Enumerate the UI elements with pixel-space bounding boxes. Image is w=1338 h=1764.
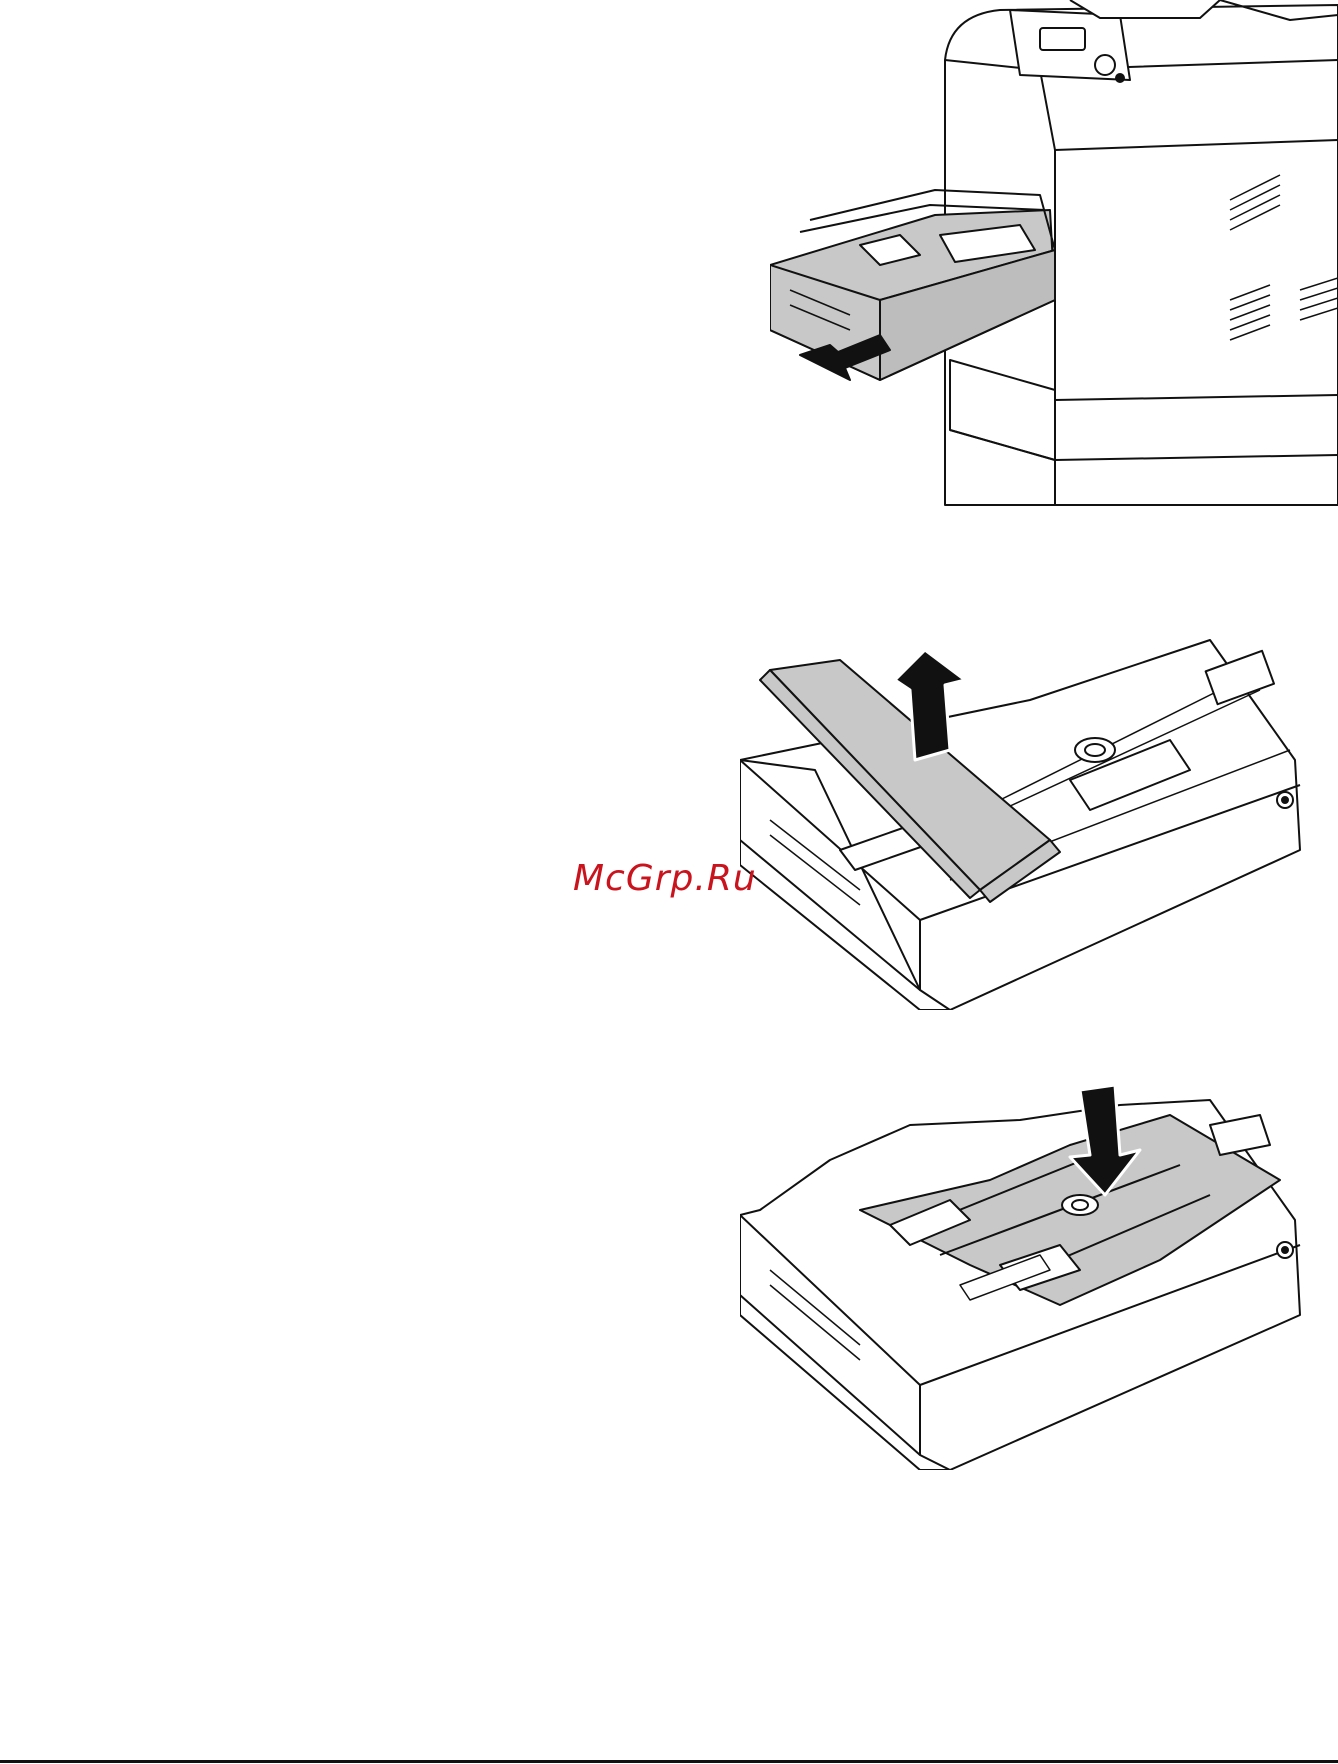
page-footer-rule [0, 1760, 1338, 1763]
lift-tray-cover-illustration [740, 620, 1310, 1010]
printer-tray-pullout-illustration [770, 0, 1338, 520]
press-down-plate-illustration [740, 1085, 1310, 1470]
mcgrp-watermark: McGrp.Ru [573, 858, 757, 899]
